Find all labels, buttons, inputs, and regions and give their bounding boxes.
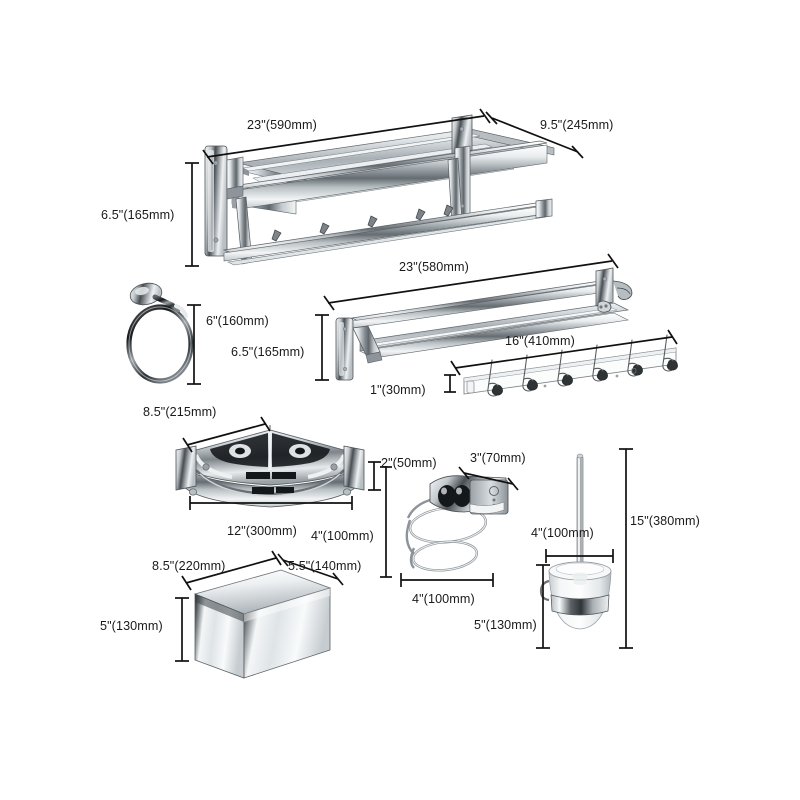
label-bar-height: 6.5"(165mm) (231, 345, 304, 359)
rack-shelf-slats (230, 128, 555, 215)
dim-bar-width (323, 253, 619, 311)
dim-tissue-depth (277, 553, 344, 586)
hook-rail-hook (662, 334, 678, 372)
towel-ring-wall-plate (129, 282, 163, 306)
hook-rail-hook (592, 344, 608, 382)
hook-rail-hook (557, 349, 573, 387)
dim-corner-depth (368, 461, 381, 491)
hook-rail-hook (522, 354, 538, 392)
label-dryer-width: 4"(100mm) (412, 592, 475, 606)
dim-corner-width (189, 496, 353, 510)
dim-tissue-width (181, 550, 282, 591)
rack-hook (367, 215, 378, 228)
rack-hook (319, 222, 330, 235)
label-rack-height: 6.5"(165mm) (101, 208, 174, 222)
product-towel-bar-shelf (315, 253, 633, 381)
dim-brush-width (545, 549, 614, 563)
rack-hooks (271, 204, 454, 242)
dim-dryer-top (458, 466, 519, 491)
product-folding-towel-rack (185, 108, 584, 267)
label-hookrail-height: 1"(30mm) (370, 383, 426, 397)
dim-cup-height (536, 564, 550, 649)
hook-rail-hooks (487, 334, 678, 397)
product-hook-rail (444, 329, 678, 397)
rack-hook (271, 229, 282, 242)
rack-left-bracket (204, 145, 244, 257)
dim-tissue-height (175, 597, 189, 662)
label-tissue-width: 8.5"(220mm) (152, 559, 225, 573)
label-rack-depth: 9.5"(245mm) (540, 118, 613, 132)
label-corner-depth: 2"(50mm) (381, 456, 437, 470)
product-towel-ring (126, 282, 201, 385)
dim-brush-height (619, 448, 633, 649)
label-brush-width: 4"(100mm) (531, 526, 594, 540)
rack-slat (242, 133, 481, 176)
dim-corner-side (182, 416, 271, 453)
dim-corner-projection (380, 466, 392, 578)
rack-hook (443, 204, 454, 217)
product-toilet-brush (536, 448, 633, 649)
product-hair-dryer-holder (400, 466, 519, 587)
hook-rail-hook (627, 339, 643, 377)
dim-bar-height (315, 314, 329, 381)
label-tissue-height: 5"(130mm) (100, 619, 163, 633)
dim-dryer-width (400, 573, 494, 587)
rack-lower-bar (222, 198, 553, 266)
label-cup-height: 5"(130mm) (474, 618, 537, 632)
label-rack-width: 23"(590mm) (247, 118, 317, 132)
label-brush-height: 15"(380mm) (630, 514, 700, 528)
label-bar-width: 23"(580mm) (399, 260, 469, 274)
label-dryer-top: 3"(70mm) (470, 451, 526, 465)
dim-hookrail-width (450, 329, 678, 376)
label-tissue-depth: 5.5"(140mm) (288, 559, 361, 573)
label-corner-width: 12"(300mm) (227, 524, 297, 538)
label-corner-projection: 4"(100mm) (311, 529, 374, 543)
bar-right-bracket (595, 267, 633, 307)
product-corner-shelf (175, 416, 392, 578)
dim-rack-width (202, 108, 491, 165)
dim-ring-height (187, 304, 201, 385)
dim-hookrail-height (444, 374, 456, 393)
rack-hook (415, 208, 426, 221)
label-corner-side: 8.5"(215mm) (143, 405, 216, 419)
bar-clip (597, 300, 612, 313)
dim-rack-depth (485, 111, 584, 159)
rack-slat (252, 143, 493, 183)
dim-rack-height (185, 162, 199, 267)
label-ring-height: 6"(160mm) (206, 314, 269, 328)
hook-rail-hook (487, 359, 503, 397)
bar-left-bracket (335, 317, 383, 381)
dryer-holder-head (429, 475, 509, 515)
product-tissue-box (175, 550, 344, 679)
label-hookrail-width: 16"(410mm) (505, 334, 575, 348)
